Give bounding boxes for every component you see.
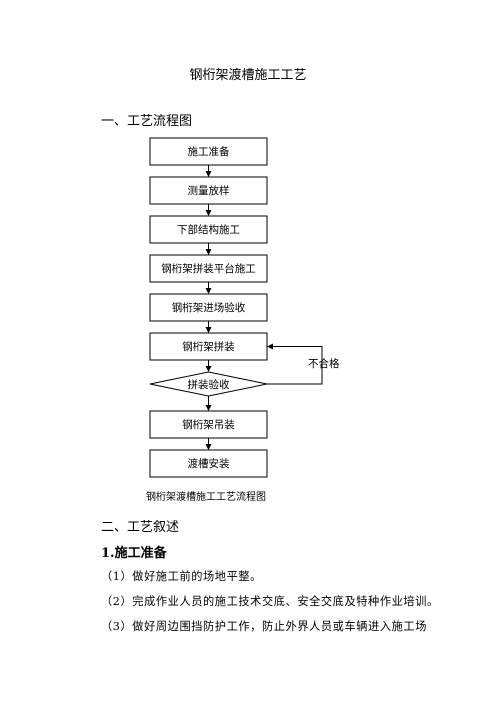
flow-step-3: 下部结构施工 (177, 223, 240, 236)
flow-box-1 (149, 137, 268, 166)
flow-step-8: 钢桁架吊装 (182, 418, 235, 431)
flow-box-8 (149, 410, 268, 439)
flow-decision-label: 拼装验收 (188, 378, 230, 391)
flow-box-9 (149, 449, 268, 478)
subsection-heading-preparation: 1.施工准备 (101, 546, 167, 561)
flow-step-4: 钢桁架拼装平台施工 (161, 262, 256, 275)
flow-step-2: 测量放样 (188, 184, 230, 197)
flow-rework-label: 不合格 (308, 357, 340, 370)
flow-step-1: 施工准备 (188, 145, 230, 158)
flowchart-caption-text: 钢桁架渡槽施工工艺流程图 (146, 492, 266, 503)
paragraph-1: （1）做好施工前的场地平整。 (101, 570, 262, 583)
document-title: 钢桁架渡槽施工工艺 (189, 68, 307, 83)
flow-rework-loop (267, 343, 323, 385)
flow-box-5 (149, 293, 268, 322)
paragraph-2: （2）完成作业人员的施工技术交底、安全交底及特种作业培训。 (101, 595, 439, 608)
flow-box-4 (149, 254, 268, 283)
flow-box-3 (149, 215, 268, 244)
flow-step-9: 渡槽安装 (188, 457, 230, 470)
flow-box-6 (149, 332, 268, 361)
flowchart-caption: 钢桁架渡槽施工工艺流程图 (0, 488, 496, 503)
section-heading-process-description: 二、工艺叙述 (101, 520, 180, 535)
flow-step-6: 钢桁架拼装 (182, 340, 235, 353)
paragraph-3: （3）做好周边围挡防护工作，防止外界人员或车辆进入施工场 (101, 620, 427, 633)
flow-step-5: 钢桁架进场验收 (172, 301, 246, 314)
section-heading-process-flow: 一、工艺流程图 (101, 114, 193, 129)
